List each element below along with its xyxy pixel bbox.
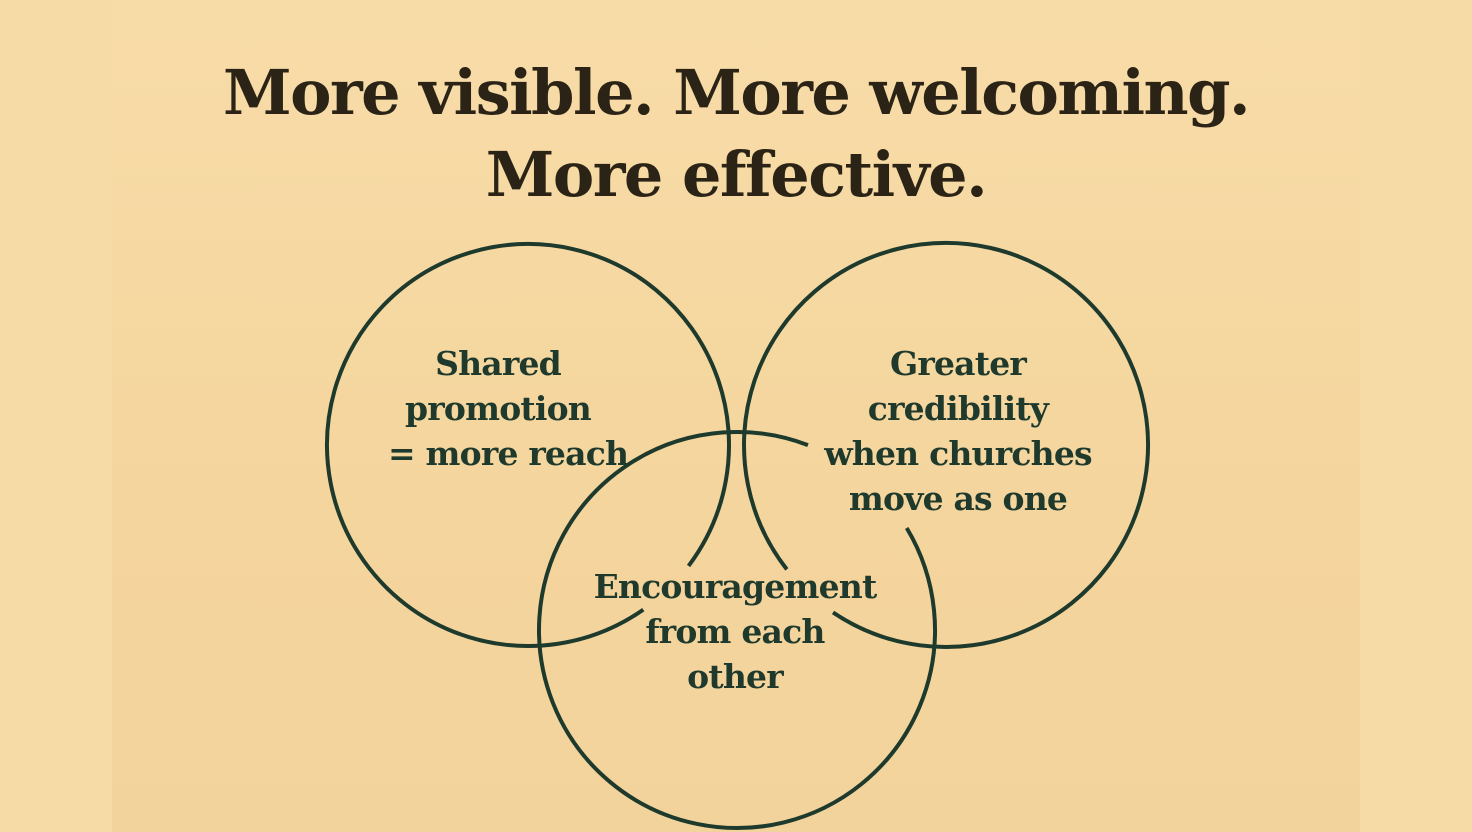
headline-line-1: More visible. More welcoming. <box>222 56 1251 129</box>
label-line: from each <box>645 612 825 651</box>
venn-circle-greater-credibility <box>742 241 1150 649</box>
label-greater-credibility: Greater credibility when churches move a… <box>818 341 1098 521</box>
venn-circle-shared-promotion <box>325 242 731 648</box>
headline-line-2: More effective. <box>485 138 988 211</box>
label-line: Shared <box>435 344 562 383</box>
label-line: other <box>687 657 783 696</box>
label-line: move as one <box>848 479 1068 518</box>
label-line: credibility <box>867 389 1049 428</box>
label-line: Greater <box>890 344 1027 383</box>
background-panel <box>112 0 1360 832</box>
label-encouragement: Encouragement from each other <box>585 564 885 699</box>
label-line: promotion <box>405 389 592 428</box>
label-shared-promotion: Shared promotion = more reach <box>388 341 629 476</box>
label-line: Encouragement <box>593 567 878 606</box>
venn-circle-encouragement <box>537 430 937 830</box>
label-line: = more reach <box>388 434 629 473</box>
label-line: when churches <box>824 434 1092 473</box>
